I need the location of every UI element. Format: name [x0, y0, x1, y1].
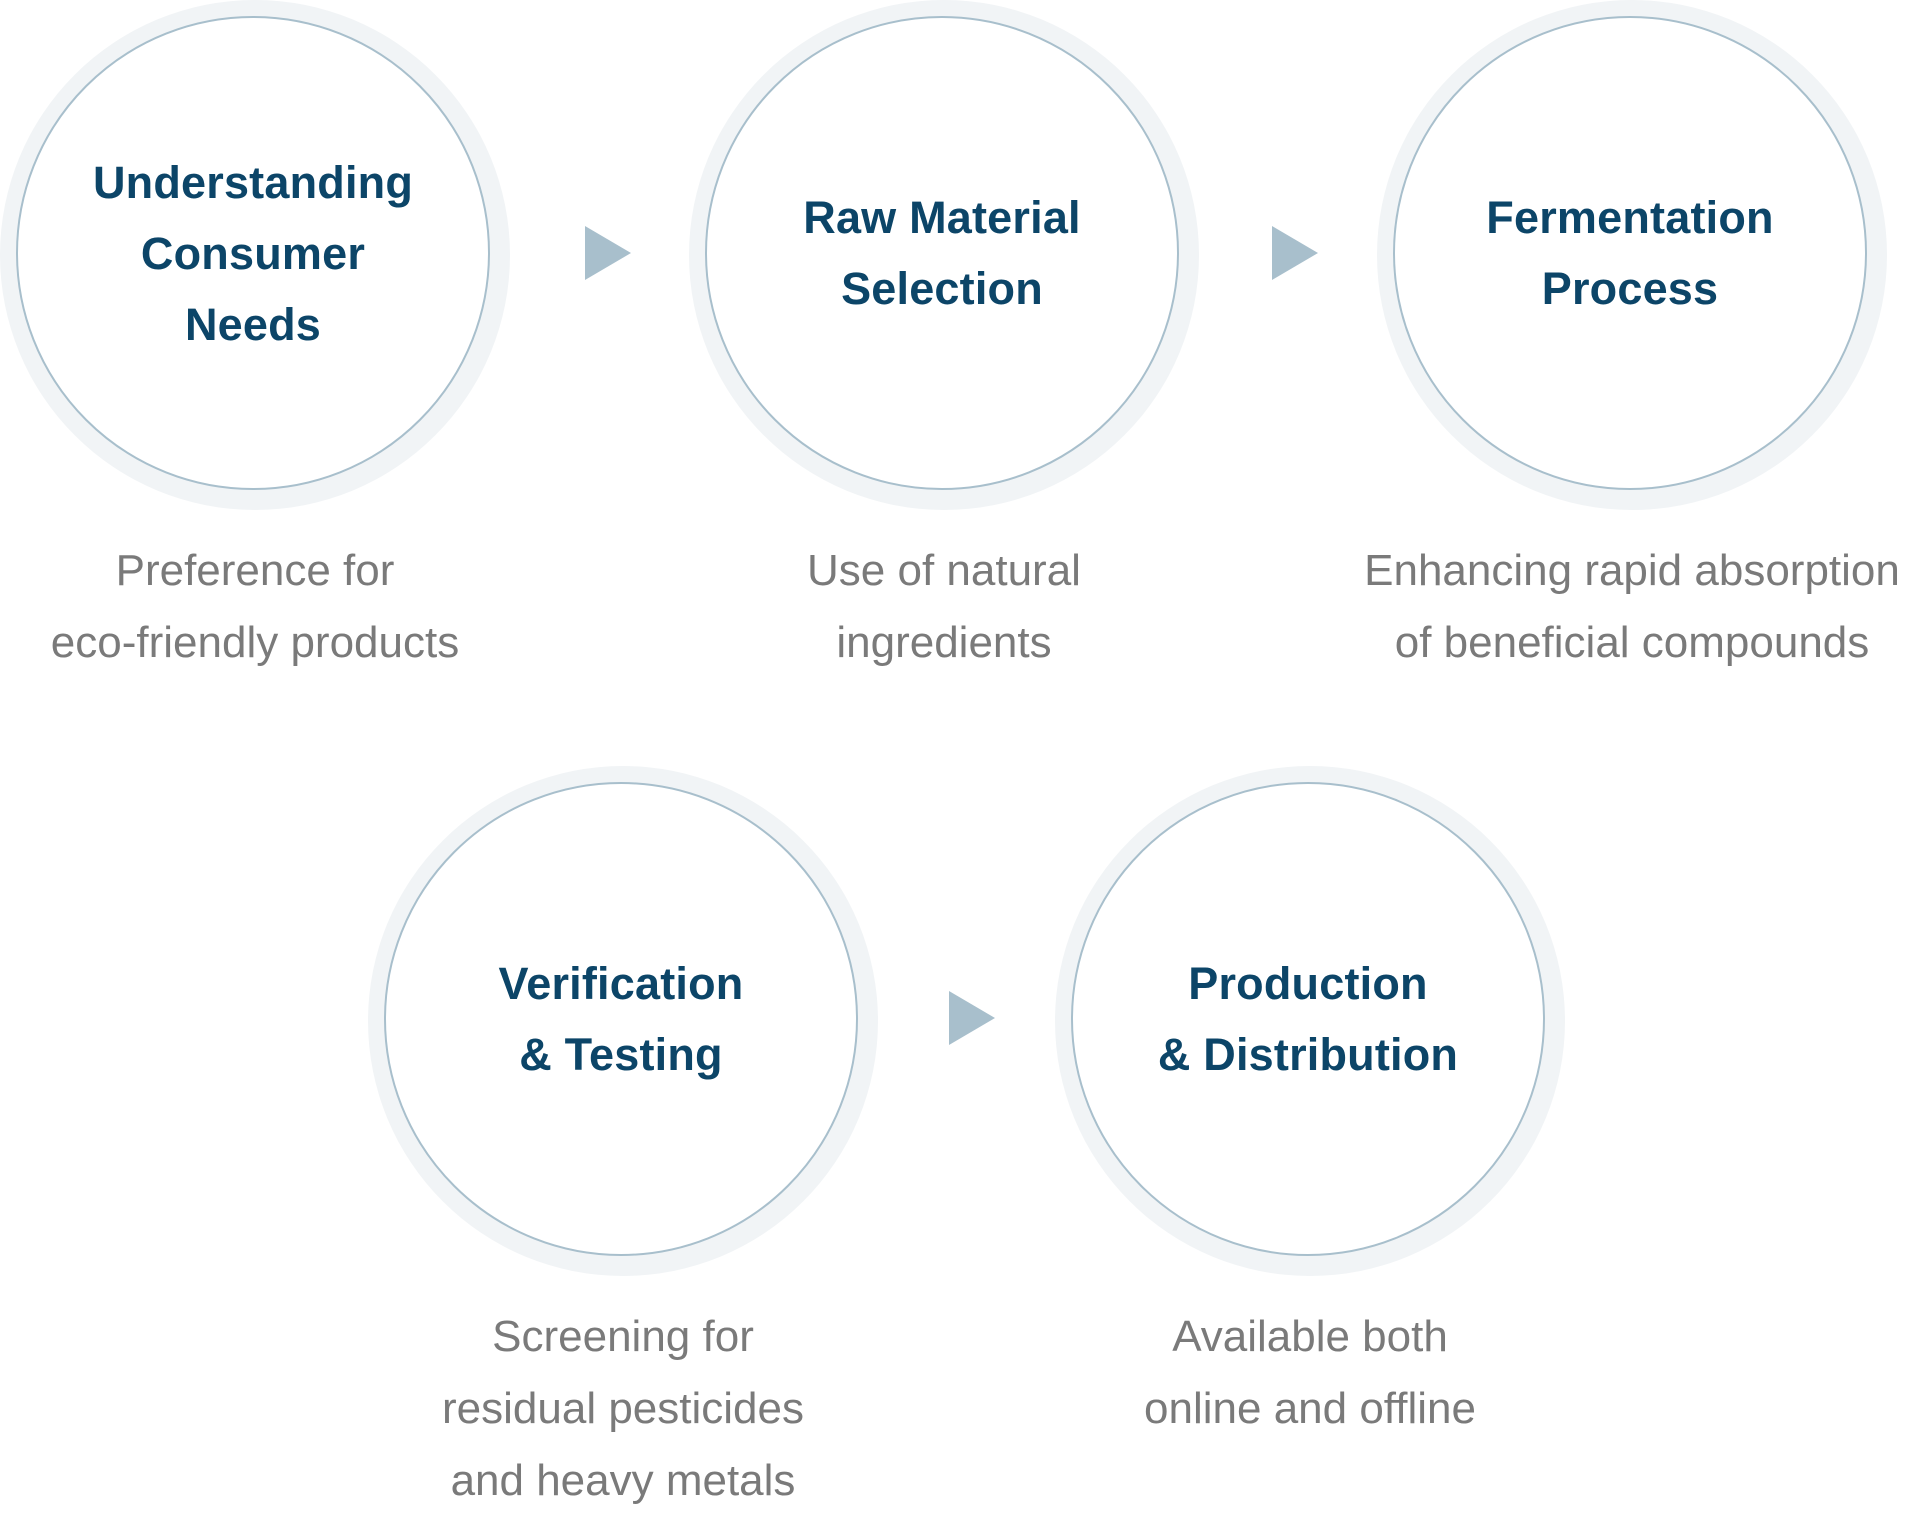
step-description: Use of natural ingredients [807, 546, 1081, 667]
step-circle: Raw Material Selection [705, 16, 1179, 490]
step-circle: Verification & Testing [384, 782, 858, 1256]
step-circle: Production & Distribution [1071, 782, 1545, 1256]
step-circle: Fermentation Process [1393, 16, 1867, 490]
triangle-right-arrow-icon [949, 991, 995, 1045]
step-description: Preference for eco-friendly products [50, 546, 460, 667]
triangle-right-arrow-icon [585, 226, 631, 280]
step-title: Fermentation Process [1486, 192, 1774, 314]
step-title: Verification & Testing [498, 958, 744, 1080]
step-title: Understanding Consumer Needs [92, 156, 414, 350]
triangle-right-arrow-icon [1272, 226, 1318, 280]
step-title: Raw Material Selection [803, 192, 1081, 314]
step-description: Available both online and offline [1144, 1312, 1476, 1433]
step-circle: Understanding Consumer Needs [16, 16, 490, 490]
step-title: Production & Distribution [1157, 958, 1459, 1080]
step-description: Screening for residual pesticides and he… [442, 1312, 804, 1505]
step-description: Enhancing rapid absorption of beneficial… [1364, 546, 1900, 667]
